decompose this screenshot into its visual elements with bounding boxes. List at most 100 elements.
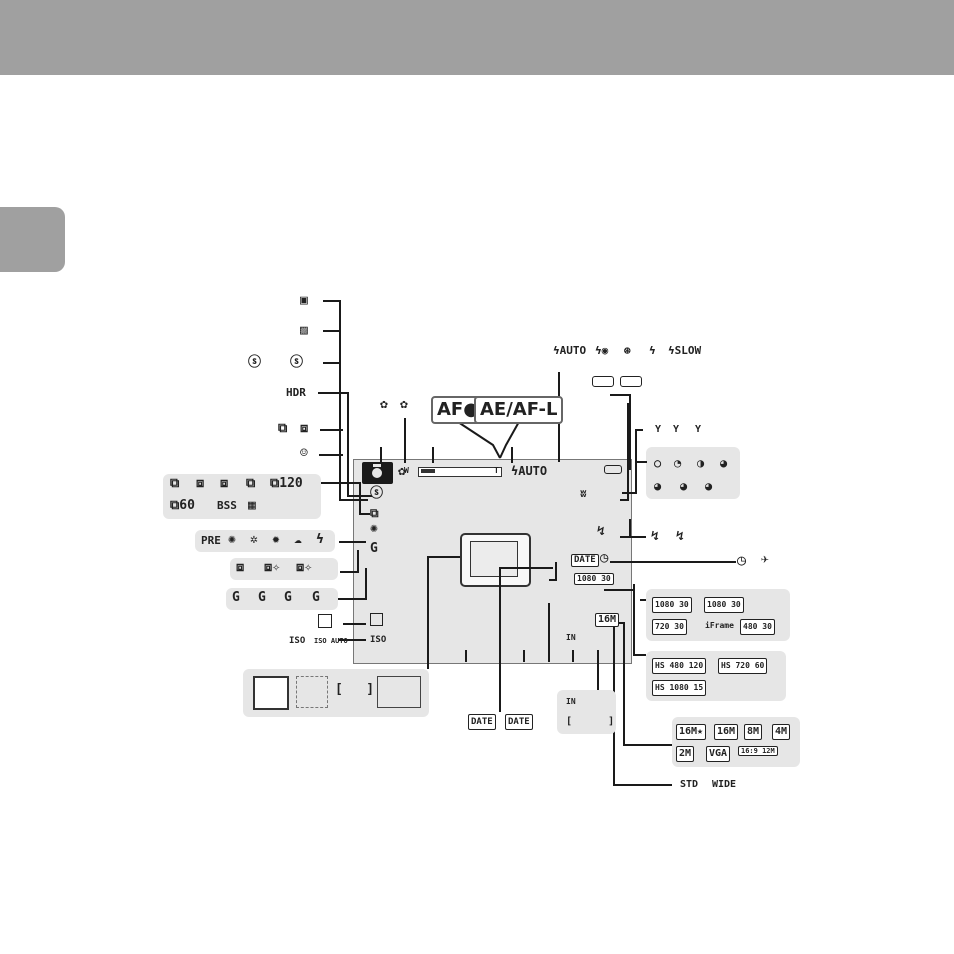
- af-frame-inner: [470, 541, 518, 577]
- battery-full-icon: [592, 376, 614, 387]
- flash-fill-icon: ϟ: [649, 344, 656, 357]
- size-16m-icon: 16M: [714, 724, 739, 740]
- lcd-iso-icon: ISO: [370, 635, 387, 645]
- zoom-indicator: [418, 467, 502, 477]
- lcd-movie-icon: 1080 30: [574, 573, 614, 585]
- multi-shot-icon: ▦: [248, 498, 256, 513]
- flash-slow-icon: ϟSLOW: [668, 344, 702, 357]
- self-timer-icon-2: ▨: [300, 323, 308, 338]
- movie-1080-a-icon: 1080 30: [652, 597, 692, 613]
- af-area-center-icon: [296, 676, 328, 708]
- antenna-icon-2: Y: [673, 424, 680, 435]
- hs-1080-icon: HS 1080 15: [652, 680, 707, 696]
- effect-icon-2: ⧈✧: [264, 560, 281, 575]
- size-16m-star-icon: 16M★: [676, 724, 707, 740]
- lcd-creative-icon: G: [370, 541, 378, 556]
- battery-low-icon: [620, 376, 642, 387]
- lcd-continuous-icon: ⧉: [370, 506, 379, 520]
- group-box-effects: [230, 558, 338, 580]
- wifi-icon-0: ○: [654, 456, 662, 470]
- lcd-wireless-icon: ʬ: [580, 487, 587, 500]
- flash-auto-icon: ϟAUTO: [553, 344, 587, 357]
- af-area-full-icon: [377, 676, 421, 708]
- movie-480-icon: 480 30: [740, 619, 775, 635]
- movie-720-icon: 720 30: [652, 619, 687, 635]
- wifi-icon-6: ◕: [705, 479, 713, 493]
- lcd-memory-icon: IN: [566, 633, 576, 642]
- wifi-icon-2: ◑: [697, 456, 705, 470]
- iso-icon: ISO: [289, 636, 306, 646]
- group-box-creative: [226, 588, 338, 610]
- creative-icon-2: G: [258, 590, 266, 605]
- movie-1080-b-icon: 1080 30: [704, 597, 744, 613]
- iframe-icon: iFrame: [705, 621, 734, 630]
- date-stamp-icon: DATE: [468, 714, 496, 730]
- macro-off-icon: ✿: [400, 397, 408, 412]
- effect-icon-1: ⧈: [236, 560, 245, 575]
- group-box-memory: [557, 690, 616, 734]
- section-tab: [0, 207, 65, 272]
- continuous-icon-120: ⧉120: [270, 476, 303, 491]
- clock-icon: ◷: [737, 551, 747, 569]
- af-area-bracket-icon: [ ]: [335, 682, 375, 697]
- zoom-t-label: T: [494, 466, 499, 475]
- continuous-icon-3: ⧈: [220, 476, 229, 491]
- smile-icon-b: ⧈: [300, 421, 309, 436]
- lcd-gps-icon: ↯: [597, 524, 605, 539]
- hs-480-icon: HS 480 120: [652, 658, 707, 674]
- effect-icon-3: ⧈✧: [296, 560, 313, 575]
- panorama-wide-icon: WIDE: [712, 779, 737, 790]
- blink-icon: ☺: [300, 446, 308, 461]
- group-box-shooting-modes: [163, 474, 321, 519]
- lcd-battery-icon: [604, 465, 622, 474]
- bss-icon: BSS: [217, 499, 237, 512]
- iso-auto-icon: ISO AUTO: [314, 637, 348, 645]
- wifi-icon-4: ◕: [654, 479, 662, 493]
- camera-mode-icon: [362, 462, 393, 484]
- antenna-icon-1: Y: [655, 424, 662, 435]
- lcd-self-timer-icon: ⓢ: [370, 486, 384, 501]
- wifi-icon-5: ◕: [680, 479, 688, 493]
- timer-icon-a: ⓢ: [248, 355, 262, 370]
- size-vga-icon: VGA: [706, 746, 731, 762]
- wb-flash-icon: ϟ: [316, 532, 324, 547]
- creative-icon-3: G: [284, 590, 292, 605]
- ae-af-lock-indicator: AE/AF-L: [474, 396, 564, 424]
- lcd-wb-icon: ✺: [370, 521, 378, 536]
- flash-off-icon: ⊛: [624, 344, 631, 357]
- wifi-icon-3: ◕: [720, 456, 728, 470]
- lcd-date-icon: DATE: [571, 554, 599, 567]
- group-box-scene: [195, 530, 335, 552]
- lcd-macro-icon: ✿: [398, 464, 406, 479]
- wb-fluorescent-icon: ✹: [272, 532, 280, 547]
- panorama-std-icon: STD: [680, 779, 699, 790]
- size-169-icon: 16:9 12M: [738, 746, 778, 756]
- wb-daylight-icon: ✺: [228, 532, 236, 547]
- gps-icon-1: ↯: [651, 529, 659, 544]
- size-4m-icon: 4M: [772, 724, 791, 740]
- continuous-icon-1: ⧉: [170, 476, 180, 491]
- size-2m-icon: 2M: [676, 746, 695, 762]
- wb-cloudy-icon: ☁: [294, 532, 302, 547]
- continuous-icon-60: ⧉60: [170, 498, 195, 513]
- af-area-face-icon: [253, 676, 289, 710]
- group-box-wifi: [646, 447, 740, 499]
- lcd-clock-icon: ◷: [600, 550, 609, 566]
- smile-icon-a: ⧉: [278, 421, 288, 436]
- memory-card-icon: [ ]: [566, 716, 615, 727]
- date-stamp-time-icon: DATE: [505, 714, 533, 730]
- continuous-icon-2: ⧈: [196, 476, 205, 491]
- wifi-icon-1: ◔: [674, 456, 682, 470]
- gps-icon-2: ↯: [676, 529, 684, 544]
- header-bar: [0, 0, 954, 75]
- self-timer-icon-1: ▣: [300, 293, 308, 308]
- zoom-w-label: W: [404, 466, 409, 475]
- creative-icon-1: G: [232, 590, 240, 605]
- hdr-icon: HDR: [286, 386, 306, 399]
- preshoot-icon: PRE: [201, 534, 221, 547]
- wb-incandescent-icon: ✲: [250, 532, 258, 547]
- creative-icon-4: G: [312, 590, 320, 605]
- lcd-image-size-icon: 16M: [595, 613, 620, 627]
- airplane-icon: ✈: [761, 552, 769, 567]
